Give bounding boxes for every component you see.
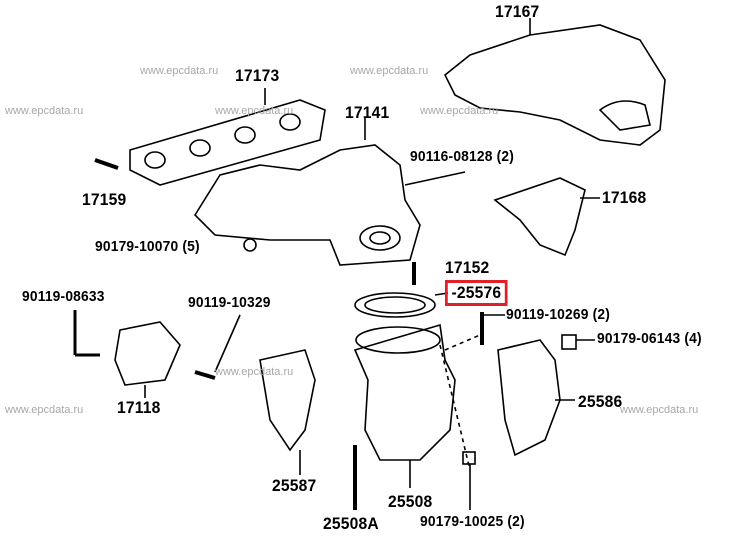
heat-insulator-17168	[493, 177, 586, 257]
gasket-25576	[354, 292, 436, 318]
watermark: www.epcdata.ru	[215, 366, 294, 378]
watermark: www.epcdata.ru	[5, 404, 84, 416]
watermark: www.epcdata.ru	[5, 105, 84, 117]
part-label-90179-10070[interactable]: 90179-10070 (5)	[95, 238, 200, 255]
bracket-17118	[114, 321, 181, 386]
part-label-17141[interactable]: 17141	[345, 103, 390, 122]
part-label-17167[interactable]: 17167	[495, 2, 540, 21]
watermark: www.epcdata.ru	[140, 65, 219, 77]
part-label-90116-08128[interactable]: 90116-08128 (2)	[410, 148, 515, 165]
part-label-17159[interactable]: 17159	[82, 190, 127, 209]
part-label-25586[interactable]: 25586	[578, 392, 623, 411]
part-label-25576-highlighted[interactable]: -25576	[445, 280, 508, 306]
watermark: www.epcdata.ru	[420, 105, 499, 117]
part-label-17118[interactable]: 17118	[117, 398, 161, 417]
converter-25508	[353, 323, 456, 461]
heat-insulator-25586	[497, 339, 561, 457]
part-label-90179-06143[interactable]: 90179-06143 (4)	[597, 330, 702, 347]
exhaust-manifold-17141	[193, 144, 421, 266]
manifold-gasket-17173	[129, 99, 326, 186]
part-label-17173[interactable]: 17173	[235, 66, 280, 85]
heat-insulator-17167	[443, 24, 666, 146]
part-label-25508[interactable]: 25508	[388, 492, 433, 511]
part-label-90119-10269[interactable]: 90119-10269 (2)	[506, 306, 611, 323]
part-label-25508a[interactable]: 25508A	[323, 514, 379, 533]
watermark: www.epcdata.ru	[620, 404, 699, 416]
part-label-25587[interactable]: 25587	[272, 476, 317, 495]
part-label-17152[interactable]: 17152	[445, 258, 490, 277]
part-label-90119-10329[interactable]: 90119-10329	[188, 294, 271, 311]
part-label-90119-08633[interactable]: 90119-08633	[22, 288, 105, 305]
watermark: www.epcdata.ru	[215, 105, 294, 117]
part-label-17168[interactable]: 17168	[602, 188, 647, 207]
watermark: www.epcdata.ru	[350, 65, 429, 77]
heat-insulator-25587	[259, 349, 316, 452]
part-label-90179-10025[interactable]: 90179-10025 (2)	[420, 513, 525, 530]
